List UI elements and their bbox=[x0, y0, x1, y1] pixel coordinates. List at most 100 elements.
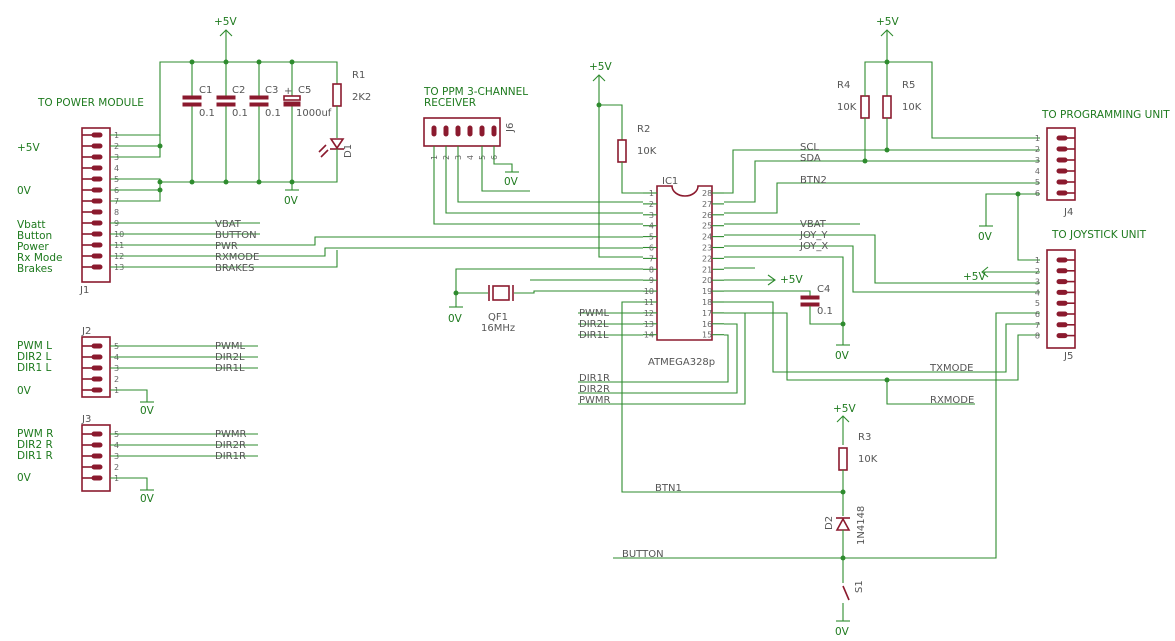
ic1-part: ATMEGA328p bbox=[648, 357, 715, 368]
svg-text:+: + bbox=[284, 86, 292, 97]
ic1-ref: IC1 bbox=[662, 176, 678, 187]
j1-label-vbatt: Vbatt bbox=[17, 219, 46, 231]
resistor-r1: R1 2K2 bbox=[332, 70, 371, 107]
net-vbat-mcu: VBAT bbox=[800, 219, 827, 230]
net-dir1r-j3: DIR1R bbox=[215, 451, 246, 462]
pin-number: 27 bbox=[702, 200, 712, 209]
crystal-qf1: QF1 16MHz bbox=[481, 285, 515, 334]
j1-label-power: Power bbox=[17, 241, 49, 253]
svg-text:R5: R5 bbox=[902, 80, 915, 91]
supply-5v-prog: +5V bbox=[876, 16, 899, 28]
capacitor-c2: C2 0.1 bbox=[216, 62, 248, 182]
pin-number: 12 bbox=[644, 309, 654, 318]
pin-number: 5 bbox=[1035, 299, 1040, 308]
ppm-label-line1: TO PPM 3-CHANNEL bbox=[423, 86, 528, 98]
j2-label-pwml: PWM L bbox=[17, 340, 52, 352]
supply-5v-top: +5V bbox=[214, 16, 237, 28]
j2-label-dir1l: DIR1 L bbox=[17, 362, 51, 374]
ground-0v-crystal: 0V bbox=[448, 313, 463, 325]
j1-label-button: Button bbox=[17, 230, 52, 242]
j1-label-brakes: Brakes bbox=[17, 263, 53, 275]
pin-number: 14 bbox=[644, 331, 654, 340]
pin-number: 26 bbox=[702, 211, 712, 220]
pin-number: 9 bbox=[649, 276, 654, 285]
pin-number: 3 bbox=[649, 211, 654, 220]
supply-5v-r2: +5V bbox=[589, 61, 612, 73]
svg-text:0.1: 0.1 bbox=[232, 108, 248, 119]
diode-d2: D2 1N4148 bbox=[824, 506, 867, 545]
pin-number: 4 bbox=[114, 164, 119, 173]
pin-number: 6 bbox=[1035, 310, 1040, 319]
svg-text:0.1: 0.1 bbox=[265, 108, 281, 119]
j1-label-rxmode: Rx Mode bbox=[17, 252, 62, 264]
ground-0v-caps: 0V bbox=[284, 195, 299, 207]
net-scl: SCL bbox=[800, 142, 819, 153]
supply-5v-mcu: +5V bbox=[780, 274, 803, 286]
supply-5v-joy: +5V bbox=[963, 271, 986, 283]
j3-label-0v: 0V bbox=[17, 472, 32, 484]
svg-text:16MHz: 16MHz bbox=[481, 323, 515, 334]
svg-text:C3: C3 bbox=[265, 85, 278, 96]
pin-number: 17 bbox=[702, 309, 712, 318]
svg-text:S1: S1 bbox=[854, 580, 865, 593]
resistor-r5: R5 10K bbox=[882, 80, 922, 119]
pin-number: 4 bbox=[649, 222, 654, 231]
pin-number: 24 bbox=[702, 233, 712, 242]
j5-ref: J5 bbox=[1063, 351, 1073, 362]
ground-0v-j3: 0V bbox=[140, 493, 155, 505]
mcu-ic1: 1234567891011121314282726252423222120191… bbox=[643, 176, 724, 368]
net-sda: SDA bbox=[800, 153, 821, 164]
svg-text:1000uf: 1000uf bbox=[296, 108, 332, 119]
net-pwml-j2: PWML bbox=[215, 341, 246, 352]
pin-number: 5 bbox=[649, 233, 654, 242]
net-dir2r-j3: DIR2R bbox=[215, 440, 246, 451]
svg-text:10K: 10K bbox=[902, 102, 922, 113]
ground-0v-mcu: 0V bbox=[835, 350, 850, 362]
svg-text:C4: C4 bbox=[817, 284, 830, 295]
ground-0v-switch: 0V bbox=[835, 626, 850, 638]
net-pwr-j1: PWR bbox=[215, 241, 238, 252]
svg-text:0.1: 0.1 bbox=[817, 306, 833, 317]
pin-number: 25 bbox=[702, 222, 712, 231]
pin-number: 10 bbox=[644, 287, 654, 296]
pin-number: 4 bbox=[1035, 288, 1040, 297]
net-dir1l-mcu: DIR1L bbox=[579, 330, 609, 341]
svg-text:0.1: 0.1 bbox=[199, 108, 215, 119]
ground-0v-prog: 0V bbox=[978, 231, 993, 243]
pin-number: 19 bbox=[702, 287, 712, 296]
net-txmode: TXMODE bbox=[929, 363, 973, 374]
pin-number: 13 bbox=[644, 320, 654, 329]
pin-number: 11 bbox=[644, 298, 654, 307]
resistor-r3: R3 10K bbox=[838, 432, 878, 471]
j2-label-dir2l: DIR2 L bbox=[17, 351, 51, 363]
pin-number: 7 bbox=[649, 254, 654, 263]
j3-label-pwmr: PWM R bbox=[17, 428, 53, 440]
supply-5v-r3: +5V bbox=[833, 403, 856, 415]
power-module-label: TO POWER MODULE bbox=[37, 97, 144, 109]
svg-text:R2: R2 bbox=[637, 124, 650, 135]
j4-ref: J4 bbox=[1063, 207, 1073, 218]
capacitor-c3: C3 0.1 bbox=[249, 62, 281, 182]
pin-number: 2 bbox=[1035, 267, 1040, 276]
j1-label-0v: 0V bbox=[17, 185, 32, 197]
net-joy-y: JOY_Y bbox=[799, 230, 828, 241]
svg-text:D1: D1 bbox=[343, 144, 354, 158]
net-pwmr-j3: PWMR bbox=[215, 429, 247, 440]
j3-label-dir2r: DIR2 R bbox=[17, 439, 53, 451]
pin-number: 1 bbox=[1035, 134, 1040, 143]
pin-number: 23 bbox=[702, 244, 712, 253]
pin-number: 6 bbox=[649, 244, 654, 253]
net-joy-x: JOY_X bbox=[799, 241, 828, 252]
j1-ref: J1 bbox=[79, 285, 89, 296]
pin-number: 18 bbox=[702, 298, 712, 307]
net-button-j1: BUTTON bbox=[215, 230, 257, 241]
capacitor-c4: C4 0.1 bbox=[800, 284, 833, 317]
net-brakes-j1: BRAKES bbox=[215, 263, 254, 274]
svg-text:10K: 10K bbox=[637, 146, 657, 157]
svg-text:R3: R3 bbox=[858, 432, 871, 443]
